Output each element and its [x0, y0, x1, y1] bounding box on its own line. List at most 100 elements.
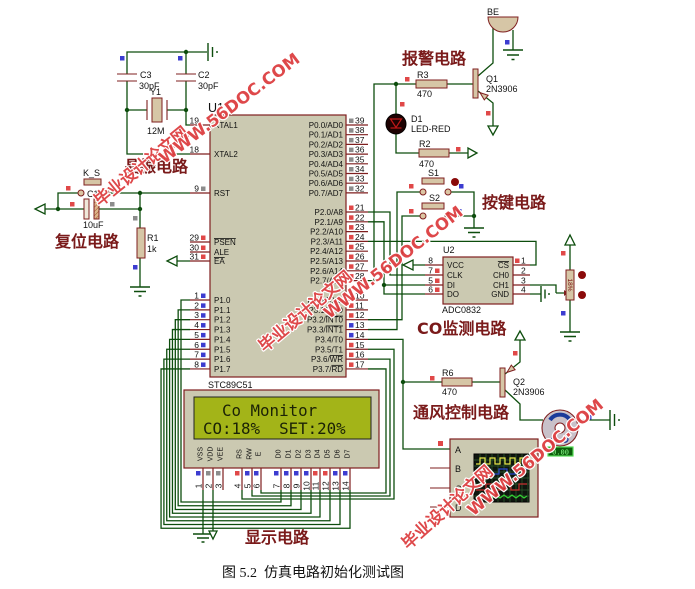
pin-name: P1.4 [214, 335, 231, 344]
component-value: 470 [419, 159, 434, 169]
push-button-s1[interactable]: S1 [419, 168, 452, 196]
emitter-arrow-icon [505, 364, 516, 374]
pin-number: 8 [428, 256, 433, 266]
pin-name: P1.0 [214, 296, 231, 305]
pin-name: D5 [325, 449, 332, 458]
pin-number: 2 [194, 300, 199, 310]
pin-name-text: P0.1/AD1 [309, 131, 344, 140]
pin-name-text: CH1 [493, 281, 510, 290]
logic-state-marker [409, 209, 414, 214]
pin-name: P2.3/A11 [311, 237, 344, 246]
logic-state-marker [515, 258, 520, 263]
push-button-k-s[interactable]: K_S [77, 168, 110, 197]
logic-state-marker [457, 209, 462, 214]
pin-number: 27 [355, 261, 365, 271]
pin-name-active-low: PSEN [214, 238, 236, 247]
scope-channel-label: B [455, 464, 461, 474]
logic-state-marker [349, 323, 354, 328]
pin-number: 5 [243, 483, 253, 488]
pot-decrease-button[interactable] [578, 291, 586, 299]
button-plunger[interactable] [83, 178, 102, 186]
oscilloscope: A B C D [430, 438, 539, 518]
pin-number: 35 [355, 154, 365, 164]
pin-name: RW [247, 448, 254, 460]
pin-name-text: P1.5 [214, 345, 231, 354]
alarm-circuit: BE R3 470 Q1 2N3906 D1 LED-RED R2 470 [368, 7, 523, 282]
diode-icon [389, 118, 403, 129]
pin-name: P1.5 [214, 345, 231, 354]
pin-name: P2.7/A15 [310, 277, 343, 286]
pin-name-text: DI [447, 281, 455, 290]
lcd-display: Co Monitor CO:18% SET:20% VSS1VDD2VEE3RS… [160, 299, 395, 547]
pin-number: 5 [428, 276, 433, 286]
junction-dot [393, 81, 399, 87]
pin-number: 1 [194, 291, 199, 301]
pin-name: P1.2 [214, 316, 231, 325]
logic-state-marker [206, 471, 211, 476]
logic-state-marker [561, 251, 566, 256]
component-ref: S1 [428, 168, 439, 178]
logic-state-marker [133, 216, 138, 221]
pin-name-text: CLK [447, 271, 463, 280]
pin-name-text: P0.7/AD7 [309, 189, 344, 198]
push-button-s2[interactable]: S2 [419, 193, 452, 220]
pin-number: 3 [521, 276, 526, 286]
buzzer-icon [487, 16, 519, 33]
logic-state-marker [587, 415, 592, 420]
junction-dot [471, 213, 477, 219]
pin-number: 30 [190, 243, 200, 253]
pin-number: 8 [194, 359, 199, 369]
pot-increase-button[interactable] [578, 271, 586, 279]
resistor-body [418, 148, 450, 158]
pin-number: 10 [302, 481, 312, 491]
potentiometer-body[interactable] [565, 269, 575, 301]
transistor-q2: Q2 2N3906 [499, 364, 545, 398]
lcd-data-bus [160, 299, 351, 529]
junction-dot [400, 379, 406, 385]
terminal-arrow-icon [486, 125, 500, 137]
button-latch-toggle[interactable] [451, 178, 459, 186]
terminal-arrow-icon [401, 258, 414, 272]
motor-direction-marks [550, 436, 569, 444]
pin-number: 39 [355, 116, 365, 126]
terminal-arrow-icon [33, 202, 46, 216]
capacitor-plates [117, 73, 137, 82]
section-label-display: 显示电路 [245, 528, 310, 547]
lcd-pin: D29 [292, 449, 303, 490]
pin-name-text: XTAL1 [214, 121, 238, 130]
pin-name: D0 [276, 449, 283, 458]
ground-icon [464, 227, 484, 238]
pin-name: RST [214, 189, 230, 198]
button-plunger[interactable] [421, 177, 445, 185]
pin-name-text: P2.6/A14 [310, 267, 343, 276]
junction-dot [137, 190, 143, 196]
resistor-r2: R2 470 [418, 139, 450, 169]
button-contact [102, 189, 110, 197]
logic-state-marker [333, 471, 338, 476]
junction-dot [183, 107, 189, 113]
pin-number: 38 [355, 125, 365, 135]
pin-name: P1.6 [214, 355, 231, 364]
logic-state-marker [409, 184, 414, 189]
logic-state-marker [435, 287, 440, 292]
reset-circuit: K_S C1 10uF R1 1k 复位电路 [33, 168, 190, 297]
component-ref: Y1 [150, 87, 161, 97]
button-plunger[interactable] [421, 202, 445, 210]
component-part-number: ADC0832 [442, 305, 481, 315]
pin-name: D3 [306, 449, 313, 458]
logic-state-marker [349, 244, 354, 250]
scope-trace-c [476, 483, 527, 491]
lcd-control-wires [202, 348, 395, 534]
pin-name: P3.1/TXD [308, 306, 343, 315]
logic-state-marker [349, 215, 354, 220]
pin-name: P0.5/AD5 [309, 170, 344, 179]
logic-state-marker [343, 471, 348, 476]
